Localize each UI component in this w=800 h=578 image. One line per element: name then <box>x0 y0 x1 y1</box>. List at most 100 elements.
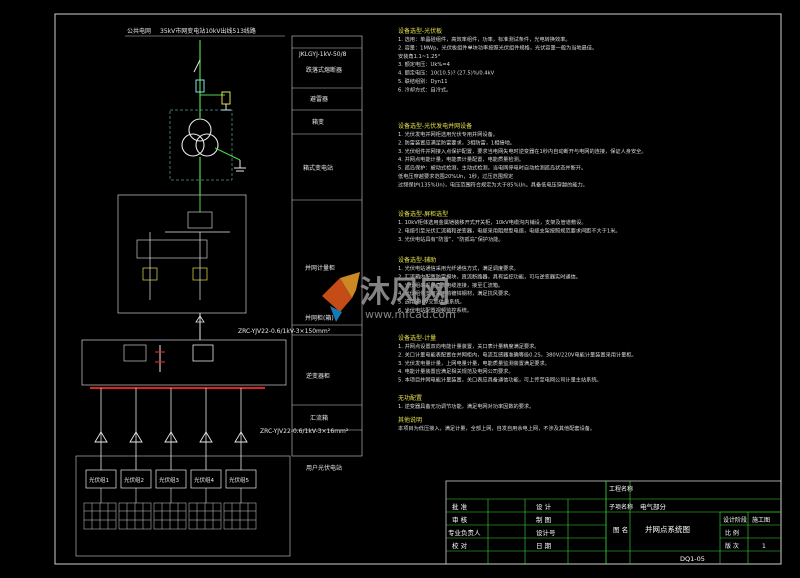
cable-mid-label: ZRC-YJV22-0.6/1kV-3×150mm² <box>238 328 331 335</box>
meter-box <box>136 239 208 259</box>
notes-heading: 设备选型-屏柜选型 <box>398 210 448 218</box>
lead-label: 专业负责人 <box>448 528 481 537</box>
watermark-logo-icon <box>322 272 360 322</box>
note-line: 5. 本项目并网电能计量装置，关口表应具备通信功能，可上传至电网公司计量主站系统… <box>398 376 602 384</box>
note-line: 6. 光伏电站配置视频监控系统。 <box>398 306 472 314</box>
combiner-label: 汇流箱 <box>310 414 328 422</box>
subproject-label: 子项名称 <box>609 503 633 511</box>
meter-cabinet-label: 并网计量柜 <box>305 264 335 272</box>
string-label: 光伏组4 <box>194 476 215 484</box>
drawing-name-label: 图 名 <box>613 525 628 534</box>
note-line: 1. 逆变器具备无功调节功能，满足电网对功率因数的要求。 <box>398 402 534 410</box>
box-transformer-enclosure <box>169 109 233 181</box>
title-block: 批 准 设 计 审 核 制 图 专业负责人 设计号 校 对 日 期 工程名称 子… <box>445 480 782 565</box>
pv-array-area <box>75 455 291 557</box>
notes-heading: 设备选型-辅助 <box>398 256 436 264</box>
note-line: 低电压穿越要求范围20%Un，1秒，过压范围规定 <box>398 172 513 180</box>
notes-block: 1. 光伏电站通信采用光纤通信方式，满足调度要求。2. 汇流箱内配置防雷模块，直… <box>398 264 581 314</box>
note-line: 2. 容量：1MWp，光伏板组件单块功率按照光伏组件规格，光伏容量一般为当地最佳… <box>398 43 597 51</box>
note-line: 2. 防雷装置应满足防雷要求，3相防雷，1相接地。 <box>398 138 515 146</box>
note-line: 2. 电缆引至光伏汇流箱和逆变器，电缆采用阻燃型电缆，电缆支架按照规范要求间距不… <box>398 226 621 234</box>
string-label: 光伏组1 <box>89 476 109 484</box>
note-line: 过频保护(135%Un)，电压范围符合规定为大于85%Un。具备低电压穿越的能力… <box>398 180 588 188</box>
note-line: 4. 额定电压：10(10.5)? (27.5)%/0.4kV <box>398 69 495 77</box>
notes-block: 1. 选用：单晶硅组件，高效率组件，功率，标准测试条件，光电转换效率。2. 容量… <box>398 35 597 93</box>
sheet-value: 1 <box>762 543 766 550</box>
inverter-cabinet-label: 逆变器柜 <box>306 372 330 380</box>
cable-top-label: JKLGYJ-1kV-50/8 <box>298 51 347 58</box>
approve-label: 批 准 <box>452 502 468 511</box>
note-line: 3. 光伏组串采用直流电缆连接，接至汇流箱。 <box>398 281 503 289</box>
stage-label: 设计阶段 <box>723 516 747 524</box>
notes-heading: 设备选型-光伏板 <box>398 27 442 35</box>
single-line-diagram: 公共电网 35kV市网变电站10kV出线513线路 JKLGYJ-1kV-50/… <box>75 27 363 557</box>
note-line: 本项目为低压接入，满足计量，全部上网，自发自用余电上网，不涉及其他配套设备。 <box>398 424 595 432</box>
watermark-url: www.mfcad.com <box>365 308 456 321</box>
transformer-icon <box>181 118 219 157</box>
design-notes: 设备选型-光伏板 1. 选用：单晶硅组件，高效率组件，功率，标准测试条件，光电转… <box>398 27 647 432</box>
ct-right <box>192 267 208 281</box>
main-breaker <box>187 211 213 229</box>
header-feeder-label: 35kV市网变电站10kV出线513线路 <box>160 27 256 35</box>
notes-heading: 无功配置 <box>398 394 422 402</box>
grid-box-label: 并网柜(箱) <box>305 314 334 322</box>
notes-block: 1. 10kV柜体选用金属铠装移开式开关柜，10kV电缆沟内铺设，支架及管道敷设… <box>398 218 621 243</box>
label-column <box>291 35 363 457</box>
note-line: 1. 光伏电站通信采用光纤通信方式，满足调度要求。 <box>398 264 519 272</box>
note-line: 3. 光伏电站具有“防雷”、“防孤岛”保护功能。 <box>398 235 504 243</box>
note-line: 1. 选用：单晶硅组件，高效率组件，功率，标准测试条件，光电转换效率。 <box>398 35 571 43</box>
project-label: 工程名称 <box>609 485 633 493</box>
notes-block: 本项目为低压接入，满足计量，全部上网，自发自用余电上网，不涉及其他配套设备。 <box>398 424 595 432</box>
drawing-name-value: 并网点系统图 <box>645 524 690 534</box>
isolator-label: 跌落式熔断器 <box>306 66 342 74</box>
review-label: 审 核 <box>452 515 468 524</box>
design-no-label: 设计号 <box>536 528 556 537</box>
transformer-label: 箱变 <box>312 118 324 126</box>
notes-block: 1. 光伏发电并网柜选用光伏专用并网设备。2. 防雷装置应满足防雷要求，3相防雷… <box>398 130 647 188</box>
check-label: 校 对 <box>452 541 468 550</box>
note-line: 1. 光伏发电并网柜选用光伏专用并网设备。 <box>398 130 498 138</box>
notes-heading: 其他说明 <box>398 416 422 424</box>
watermark: 沐风网 www.mfcad.com <box>322 272 456 322</box>
note-line: 6. 冷却方式：自冷式。 <box>398 85 451 93</box>
design-label: 设 计 <box>536 502 552 511</box>
meter-display <box>192 344 214 362</box>
string-label: 光伏组5 <box>229 476 250 484</box>
note-line: 4. 并网点电能计量，电能表计量配置，电能质量检测。 <box>398 155 524 163</box>
note-line: 3. 光伏发电量计量，上网电量计量，电能质量监测装置满足要求。 <box>398 359 550 367</box>
solar-panel-icons <box>83 502 257 530</box>
note-line: 安装角1.1~1.25° <box>398 52 441 60</box>
note-line: 2. 关口计量电能表配置在并网柜内，电流互感器准确等级0.2S，380V/220… <box>398 350 637 358</box>
date-label: 日 期 <box>536 542 552 550</box>
notes-block: 1. 并网点设置双向电能计量装置，关口表计量精度满足要求。2. 关口计量电能表配… <box>398 342 637 384</box>
note-line: 2. 汇流箱内配置防雷模块，直流断路器，具有监控功能，可与逆变器实时通信。 <box>398 272 581 280</box>
note-line: 3. 光伏组件并网接入点保护配置，要求当电网失电时逆变器在1秒内自动断开与电网的… <box>398 147 647 155</box>
note-line: 4. 光伏组件支架采用热镀锌钢材，满足抗风要求。 <box>398 289 514 297</box>
scale-label: 比 例 <box>725 529 739 537</box>
notes-heading: 设备选型-计量 <box>398 334 436 342</box>
note-line: 5. 联结组别：Dyn11 <box>398 77 448 85</box>
string-label: 光伏组3 <box>159 476 180 484</box>
ct-left <box>142 267 158 281</box>
drawing-number: DQ1-05 <box>680 555 705 563</box>
grid-cabinet <box>117 194 247 314</box>
notes-heading: 设备选型-光伏发电并网设备 <box>398 122 472 130</box>
subproject-value: 电气部分 <box>640 502 667 511</box>
box-transformer-label: 箱式变电站 <box>303 164 333 172</box>
note-line: 1. 并网点设置双向电能计量装置，关口表计量精度满足要求。 <box>398 342 539 350</box>
note-line: 5. 选用380V交流供电系统。 <box>398 298 465 306</box>
note-line: 5. 孤岛保护：被动式检测，主动式检测，当电网停电时自动检测孤岛状态并断开。 <box>398 164 586 172</box>
inverter-cabinet <box>81 339 287 386</box>
string-label: 光伏组2 <box>124 476 144 484</box>
cable-low-label: ZRC-YJV22-0.6/1kV-3×16mm² <box>260 428 349 435</box>
drawing-frame <box>54 13 782 565</box>
isolator-switch <box>193 59 201 73</box>
combiner-arrows <box>94 431 248 443</box>
note-line: 4. 电能计量装置应满足相关规范及电网公司要求。 <box>398 367 514 375</box>
arrester-label: 避雷器 <box>310 95 328 103</box>
notes-block: 1. 逆变器具备无功调节功能，满足电网对功率因数的要求。 <box>398 402 534 410</box>
watermark-brand: 沐风网 <box>360 275 450 310</box>
user-label: 用户光伏电站 <box>306 464 342 472</box>
